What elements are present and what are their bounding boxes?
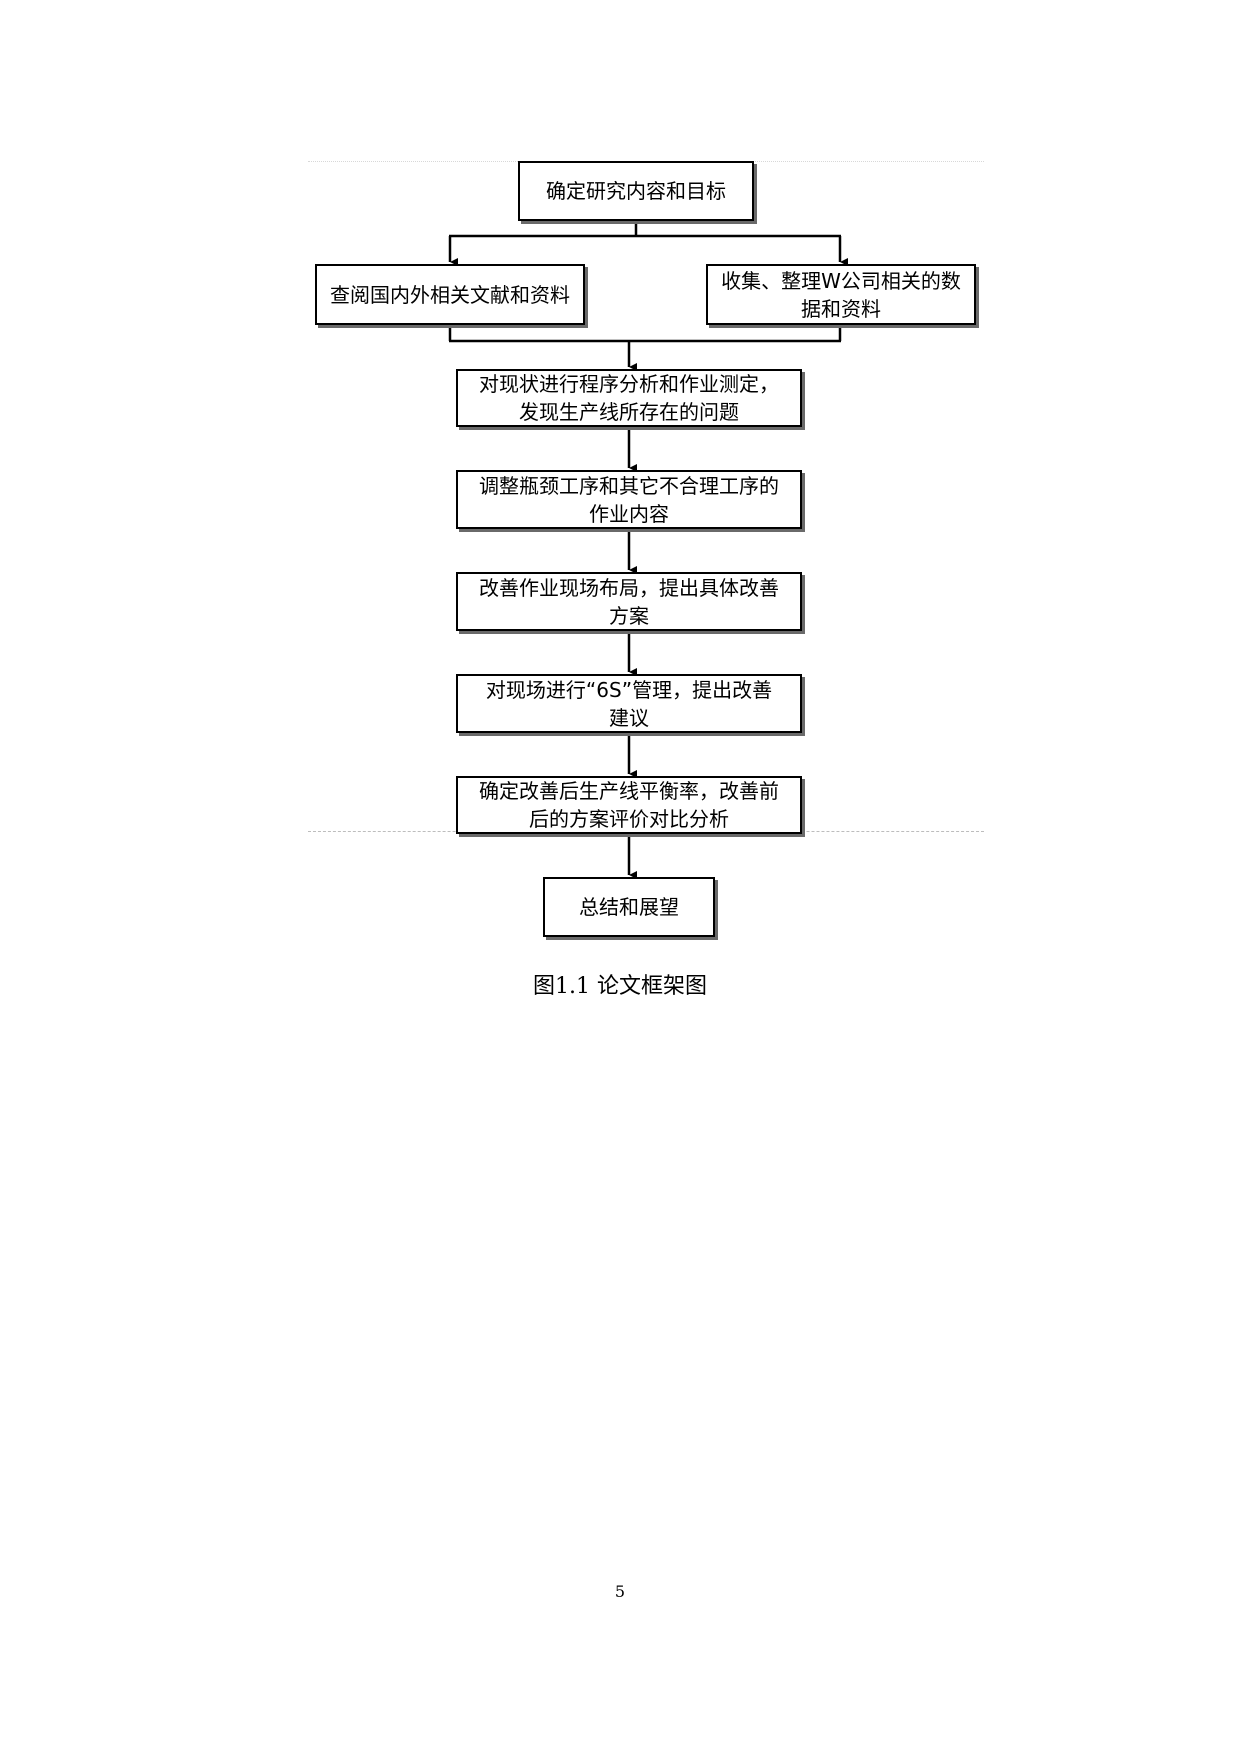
node-6s-management-text: 对现场进行“6S”管理，提出改善 建议 [485,677,773,730]
node-layout-improvement: 改善作业现场布局，提出具体改善 方案 [456,572,802,631]
node-data-collection-text: 收集、整理W公司相关的数 据和资料 [721,268,961,321]
node-bottleneck-adjustment-text: 调整瓶颈工序和其它不合理工序的 作业内容 [479,473,779,526]
node-balance-evaluation: 确定改善后生产线平衡率，改善前 后的方案评价对比分析 [456,776,802,834]
node-status-analysis: 对现状进行程序分析和作业测定， 发现生产线所存在的问题 [456,369,802,427]
node-literature-review: 查阅国内外相关文献和资料 [315,264,585,325]
node-summary-outlook-text: 总结和展望 [579,895,679,919]
node-status-analysis-text: 对现状进行程序分析和作业测定， 发现生产线所存在的问题 [479,372,779,424]
node-define-research-text: 确定研究内容和目标 [546,179,726,203]
figure-caption: 图1.1 论文框架图 [533,974,707,999]
page-number: 5 [614,1582,626,1601]
node-define-research: 确定研究内容和目标 [518,161,754,221]
node-balance-evaluation-text: 确定改善后生产线平衡率，改善前 后的方案评价对比分析 [479,779,779,831]
node-bottleneck-adjustment: 调整瓶颈工序和其它不合理工序的 作业内容 [456,470,802,529]
node-literature-review-text: 查阅国内外相关文献和资料 [330,282,570,307]
node-layout-improvement-text: 改善作业现场布局，提出具体改善 方案 [479,575,779,628]
node-summary-outlook: 总结和展望 [543,877,715,937]
node-data-collection: 收集、整理W公司相关的数 据和资料 [706,264,976,325]
node-6s-management: 对现场进行“6S”管理，提出改善 建议 [456,674,802,733]
